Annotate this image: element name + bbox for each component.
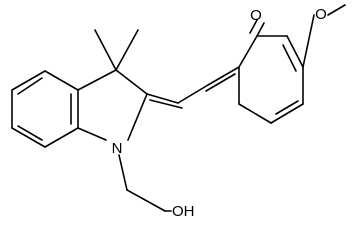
bond: [270, 103, 304, 124]
bond: [11, 70, 46, 91]
bond: [238, 103, 272, 124]
bond: [177, 84, 209, 104]
quinone-ring: [238, 35, 304, 124]
bond: [77, 69, 117, 91]
bond: [286, 35, 304, 68]
bond: [146, 93, 179, 104]
indoline-five-ring: [77, 69, 148, 141]
vinyl-linker: [146, 66, 240, 109]
carbonyl-group: [249, 19, 265, 37]
bond: [282, 44, 297, 72]
bond: [11, 127, 46, 148]
bond: [205, 73, 236, 92]
bond: [302, 14, 315, 68]
bond: [44, 70, 79, 91]
hydroxyethyl-chain: [118, 154, 172, 212]
bond: [126, 189, 166, 212]
bond: [249, 19, 258, 34]
bond: [44, 127, 79, 148]
bond: [207, 66, 240, 86]
bond: [149, 99, 183, 109]
gem-dimethyl: [94, 29, 139, 71]
bond: [238, 35, 258, 68]
carbonyl-oxygen-label: O: [250, 7, 262, 24]
benzene-ring: [11, 70, 79, 148]
bond: [118, 154, 128, 191]
bond: [115, 69, 148, 95]
bond: [256, 22, 265, 37]
nitrogen-label: N: [112, 140, 123, 157]
bond: [94, 29, 117, 71]
bond: [127, 93, 148, 141]
bond: [327, 4, 346, 16]
bond: [17, 77, 43, 95]
bond: [17, 125, 43, 141]
bond: [275, 100, 299, 115]
methoxy-group: [302, 4, 346, 68]
hydroxyl-label: OH: [172, 203, 195, 220]
bond: [115, 29, 139, 71]
bond: [77, 127, 107, 141]
methoxy-oxygen-label: O: [315, 6, 327, 23]
